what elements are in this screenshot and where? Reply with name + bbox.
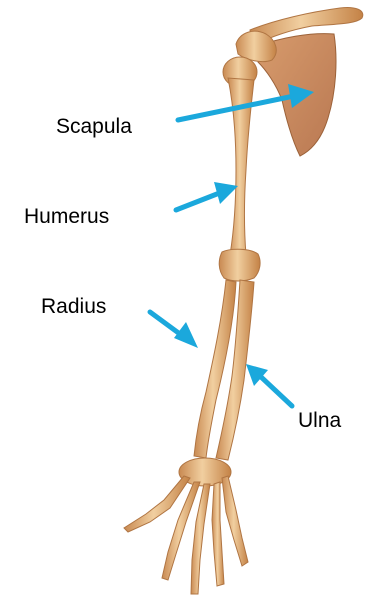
radius-arrow	[150, 312, 198, 348]
scapula-label: Scapula	[56, 116, 132, 137]
hand-bones	[124, 476, 248, 594]
humerus-arrow	[176, 182, 238, 210]
radius-label: Radius	[41, 296, 106, 317]
elbow-joint	[219, 249, 260, 281]
humerus-label: Humerus	[24, 206, 109, 227]
ulna-arrow	[246, 364, 292, 406]
ulna-label: Ulna	[298, 410, 341, 431]
